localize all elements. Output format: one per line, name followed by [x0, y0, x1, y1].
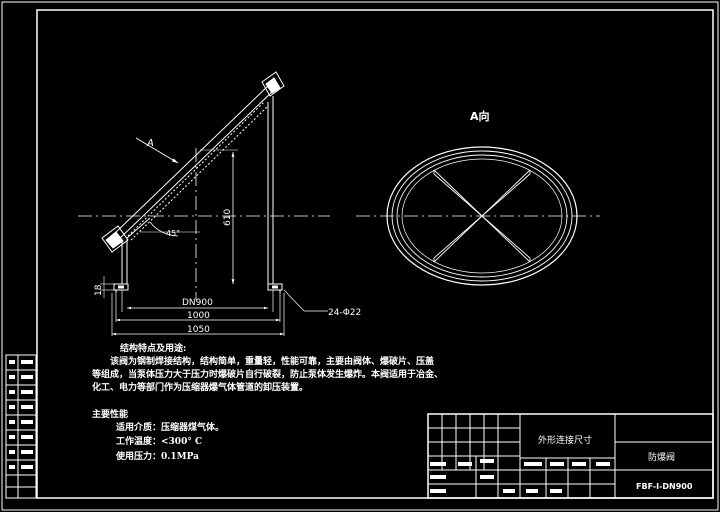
bolt-leader-line — [283, 289, 305, 312]
title-block-marks — [430, 459, 610, 493]
performance-line-1: 适用介质：压缩器煤气体。 — [116, 423, 225, 433]
performance-title: 主要性能 — [92, 410, 129, 420]
front-view: A 45° 610 18 DN900 1000 1050 — [78, 71, 361, 336]
support-cross — [433, 169, 531, 263]
notes-line-1: 该阀为钢制焊接结构，结构简单，重量轻，性能可靠，主要由阀体、爆破片、压盖 — [110, 357, 435, 367]
angle-label: 45° — [166, 229, 180, 238]
height-dim-label: 610 — [223, 209, 233, 226]
drawing-number: FBF-I-DN900 — [636, 482, 693, 491]
outer-dim-label: 1050 — [187, 325, 210, 335]
notes-line-3: 化工、电力等部门作为压缩器爆气体管道的卸压装置。 — [92, 383, 309, 393]
flange-thickness-label: 18 — [94, 284, 104, 296]
outer-rim — [386, 146, 578, 286]
performance-line-2: 工作温度：<300° C — [116, 437, 203, 447]
dn-dim-label: DN900 — [182, 298, 213, 308]
inner-dim-label: 1000 — [187, 311, 210, 321]
view-a: A向 — [356, 109, 600, 286]
notes-line-2: 等组成，当泵体压力大于压力时爆破片自行破裂，防止泵体发生爆炸。本阀适用于冶金、 — [92, 370, 444, 380]
margin-stamp-table — [5, 354, 37, 499]
horizontal-dimensions — [111, 290, 285, 336]
view-a-title: A向 — [470, 109, 490, 123]
bolt-hole-label: 24-Φ22 — [328, 308, 361, 318]
notes-title: 结构特点及用途: — [120, 344, 187, 354]
valve-body — [113, 96, 283, 293]
drawing-title: 外形连接尺寸 — [538, 434, 592, 446]
product-name: 防爆阀 — [648, 451, 675, 463]
inner-rim — [396, 154, 568, 278]
view-arrow-label: A — [146, 138, 154, 149]
inner-frame — [36, 9, 714, 499]
inclined-pipe — [101, 71, 285, 253]
performance-line-3: 使用压力：0.1MPa — [116, 452, 199, 462]
margin-stamp-marks — [9, 360, 33, 469]
title-block — [427, 413, 714, 499]
view-arrow — [135, 137, 179, 164]
